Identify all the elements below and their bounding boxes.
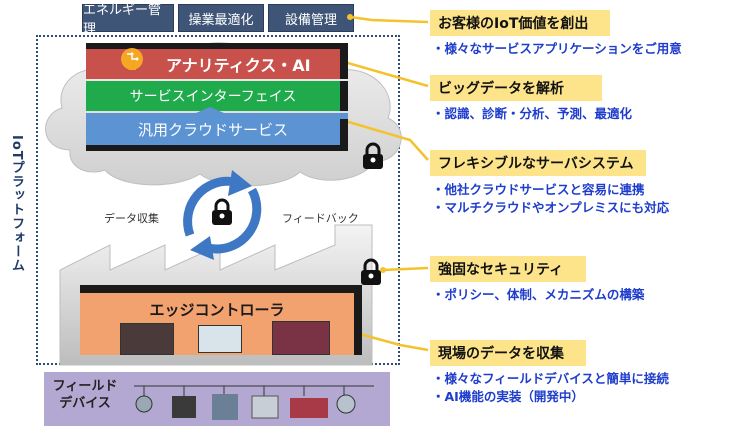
field-device-icons [134, 385, 374, 420]
lock-icon-edge [361, 258, 381, 285]
service-interface-label: サービスインターフェイス [129, 89, 297, 105]
edge-device-1 [120, 323, 174, 355]
lock-icon-center [212, 198, 232, 225]
brain-head-icon [121, 48, 143, 70]
arrow-head-top [228, 170, 252, 196]
callout-flexible-server-desc-2: ・マルチクラウドやオンプレミスにも対応 [432, 200, 670, 215]
callout-flexible-server: フレキシブルなサーバシステム [430, 150, 646, 176]
edge-controller-title: エッジコントローラ [149, 301, 285, 319]
tab-operation-optimization: 操業最適化 [178, 4, 264, 32]
cloud-service-layer: 汎用クラウドサービス [86, 113, 348, 151]
cloud-service-label: 汎用クラウドサービス [137, 120, 288, 139]
iot-platform-label: IoTプラットフォーム [9, 135, 24, 273]
edge-device-2 [198, 325, 242, 353]
callout-security: 強固なセキュリティ [430, 256, 586, 282]
tab-equipment-management: 設備管理 [268, 4, 354, 32]
field-devices-label: フィールド デバイス [52, 379, 118, 411]
callout-collect-field-data-desc-2: ・AI機能の実装（開発中） [432, 389, 584, 404]
lock-icon-cloud [363, 142, 383, 169]
tab-energy-management: エネルギー管理 [82, 3, 174, 37]
service-interface-layer: サービスインターフェイス [86, 81, 348, 111]
callout-create-value: お客様のIoT価値を創出 [430, 10, 610, 36]
callout-big-data: ビッグデータを解析 [430, 75, 602, 101]
data-collect-label: データ収集 [104, 212, 159, 225]
callout-collect-field-data-desc-1: ・様々なフィールドデバイスと簡単に接続 [432, 371, 669, 386]
edge-controller-box: エッジコントローラ [80, 285, 362, 355]
arrow-head-bottom [190, 236, 214, 260]
layer-notch [86, 107, 348, 119]
callout-create-value-desc-1: ・様々なサービスアプリケーションをご用意 [432, 41, 682, 56]
callout-flexible-server-desc-1: ・他社クラウドサービスと容易に連携 [432, 182, 645, 197]
data-cycle-arrows [183, 176, 262, 254]
callout-big-data-desc-1: ・認識、診断・分析、予測、最適化 [432, 106, 633, 121]
callout-security-desc-1: ・ポリシー、体制、メカニズムの構築 [432, 287, 645, 302]
analytics-ai-label: アナリティクス・AI [166, 56, 311, 75]
field-devices-box: フィールド デバイス [44, 372, 390, 426]
edge-device-3 [272, 321, 330, 355]
feedback-label: フィードバック [282, 212, 359, 225]
callout-collect-field-data: 現場のデータを収集 [430, 340, 586, 366]
